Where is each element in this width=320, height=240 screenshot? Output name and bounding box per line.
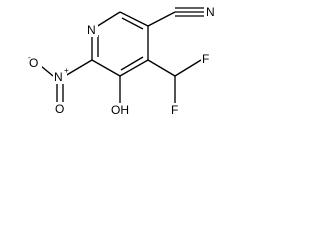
bond-c2-c3 xyxy=(119,11,149,27)
bond-c3-cn xyxy=(147,11,176,27)
bond-c4-chf2 xyxy=(147,59,176,77)
bond-chf2-f1 xyxy=(174,59,202,77)
structure-diagram: N N N + O - O OH F F xyxy=(28,5,217,117)
nitro-oxygen-double-label: O xyxy=(55,102,64,116)
nitro-nitrogen-charge: + xyxy=(64,66,69,75)
bond-c2-c3-inner xyxy=(121,17,144,30)
bond-c4-c5 xyxy=(119,59,149,77)
fluorine-2-label: F xyxy=(171,103,178,117)
hydroxyl-label: OH xyxy=(111,103,129,117)
atom-labels: N N N + O - O OH F F xyxy=(28,5,217,117)
nitrile-nitrogen-label: N xyxy=(206,5,215,19)
bonds xyxy=(40,7,204,103)
nitro-oxygen-minus-label: O xyxy=(29,56,38,70)
bond-c4-c5-inner xyxy=(120,56,144,71)
bond-c5-c6 xyxy=(91,59,121,77)
nitro-oxygen-charge: - xyxy=(28,53,31,62)
ring-nitrogen-label: N xyxy=(87,23,96,37)
nitro-nitrogen-label: N xyxy=(54,70,63,84)
bond-nitro-o-minus xyxy=(40,65,54,77)
fluorine-1-label: F xyxy=(202,52,209,66)
bond-n1-c2 xyxy=(95,11,121,28)
bond-c6-nitro xyxy=(64,59,93,77)
